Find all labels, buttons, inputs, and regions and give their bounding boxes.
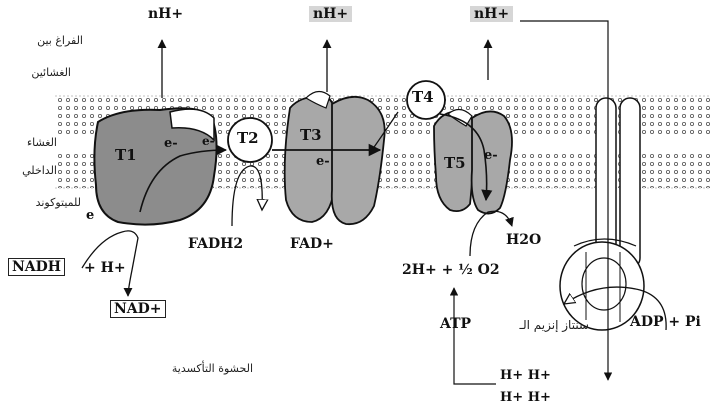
electron-label-t1: e- bbox=[164, 136, 178, 151]
intermembrane-label-2: الغشائين bbox=[31, 66, 71, 79]
electron-label-t5: e- bbox=[484, 148, 498, 163]
t2-label: T2 bbox=[237, 129, 259, 147]
intermembrane-label-1: الفراغ بين bbox=[37, 34, 83, 47]
h2o-label: H2O bbox=[506, 232, 541, 248]
t5-label: T5 bbox=[444, 154, 466, 172]
proton-row-2: H+ H+ bbox=[500, 390, 551, 405]
atp-synthase-label: سنتاز إنزيم الـ bbox=[519, 318, 589, 332]
nad-box: NAD+ bbox=[110, 300, 166, 318]
proton-label-left: nH+ bbox=[148, 6, 183, 22]
complex-t3 bbox=[285, 91, 385, 224]
proton-matrix-base bbox=[454, 372, 496, 384]
inner-membrane-label-3: للميتوكوند bbox=[36, 196, 81, 209]
fadh2-label: FADH2 bbox=[188, 236, 243, 252]
proton-label-right: nH+ bbox=[470, 6, 513, 22]
proton-label-mid: nH+ bbox=[309, 6, 352, 22]
inner-membrane-label-2: الداخلي bbox=[22, 164, 57, 177]
inner-membrane-label-1: الغشاء bbox=[27, 136, 57, 149]
oxygen-equation: 2H+ + ½ O2 bbox=[402, 262, 500, 278]
t1-label: T1 bbox=[115, 146, 137, 164]
matrix-label: الحشوة التأكسدية bbox=[172, 362, 253, 375]
atp-label: ATP bbox=[440, 316, 471, 332]
proton-row-1: H+ H+ bbox=[500, 368, 551, 383]
t3-label: T3 bbox=[300, 126, 322, 144]
electron-label-t2: e- bbox=[202, 134, 215, 148]
adp-pi-label: ADP + Pi bbox=[630, 314, 701, 330]
nadh-box: NADH bbox=[8, 258, 65, 276]
plus-h-label: + H+ bbox=[84, 260, 126, 276]
fad-label: FAD+ bbox=[290, 236, 334, 252]
electron-label-left: e bbox=[86, 208, 94, 223]
electron-label-t3: e- bbox=[316, 154, 330, 169]
complex-t1 bbox=[94, 108, 216, 224]
t4-label: T4 bbox=[412, 88, 434, 106]
